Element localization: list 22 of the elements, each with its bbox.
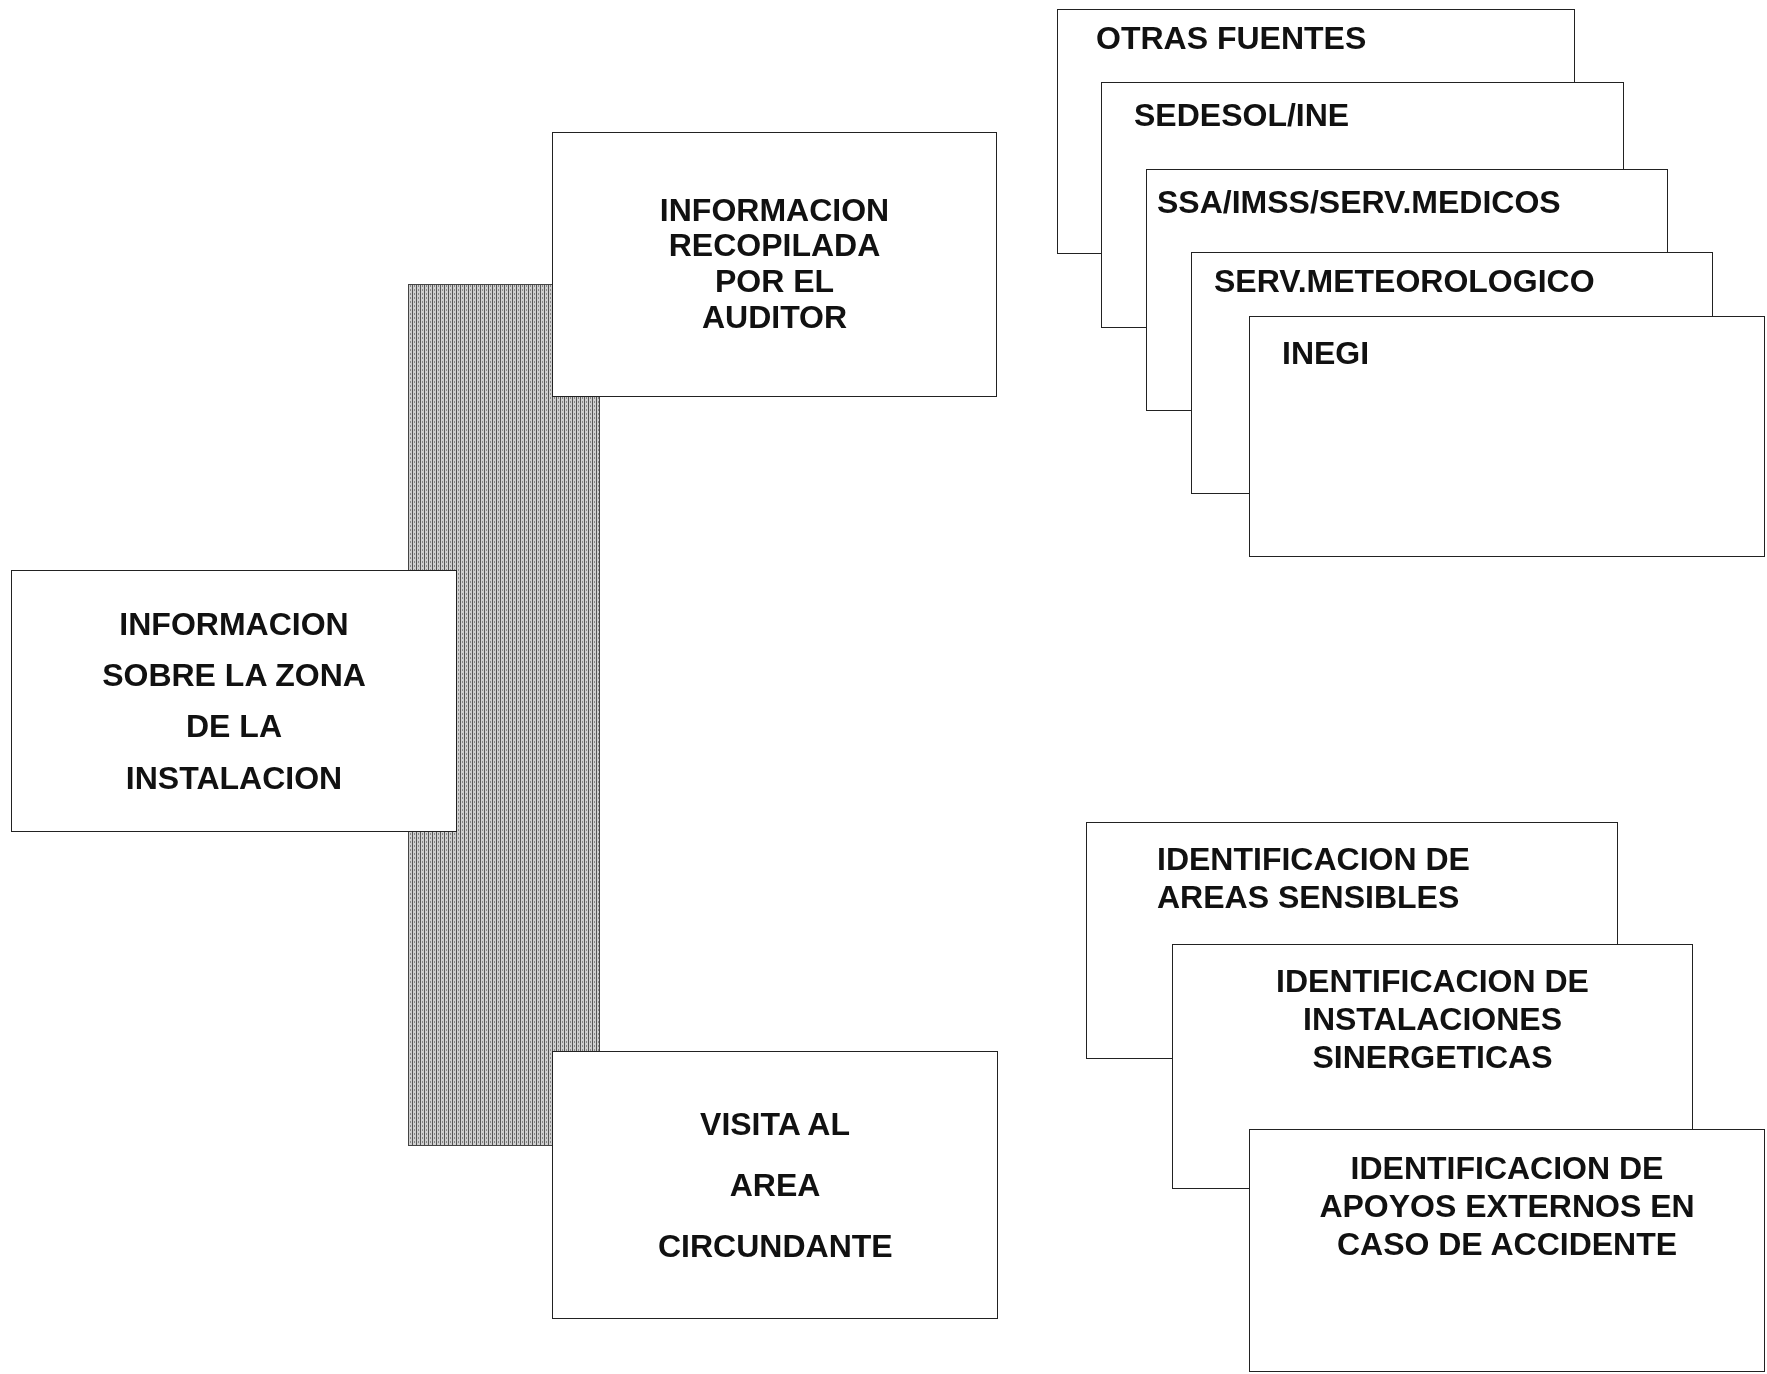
text-box [552,1051,998,1319]
text-box [1057,9,1575,82]
text-box [1249,1129,1765,1372]
box-label: SSA/IMSS/SERV.MEDICOS [1157,184,1562,222]
box-label: INFORMACION RECOPILADA POR EL AUDITOR [658,192,891,337]
box-label: INEGI [1282,335,1371,373]
box-label: IDENTIFICACION DE INSTALACIONES SINERGETICAS [1275,963,1590,1077]
text-box [552,132,997,397]
text-box [1146,169,1668,252]
text-box [1086,822,1618,944]
box-label: SEDESOL/INE [1134,97,1351,135]
text-box [1191,252,1713,316]
box-label: OTRAS FUENTES [1096,20,1368,58]
box-label: IDENTIFICACION DE APOYOS EXTERNOS EN CASO DE ACCIDENTE [1318,1150,1696,1264]
box-label: INFORMACION SOBRE LA ZONA DE LA INSTALACION [102,604,366,798]
box-label: IDENTIFICACION DE AREAS SENSIBLES [1157,841,1471,917]
text-box [11,570,457,832]
text-box [1101,82,1624,169]
box-label: SERV.METEOROLOGICO [1214,263,1596,301]
text-box [1249,316,1765,557]
box-label: VISITA AL AREA CIRCUNDANTE [658,1104,892,1266]
text-box [1172,944,1693,1129]
